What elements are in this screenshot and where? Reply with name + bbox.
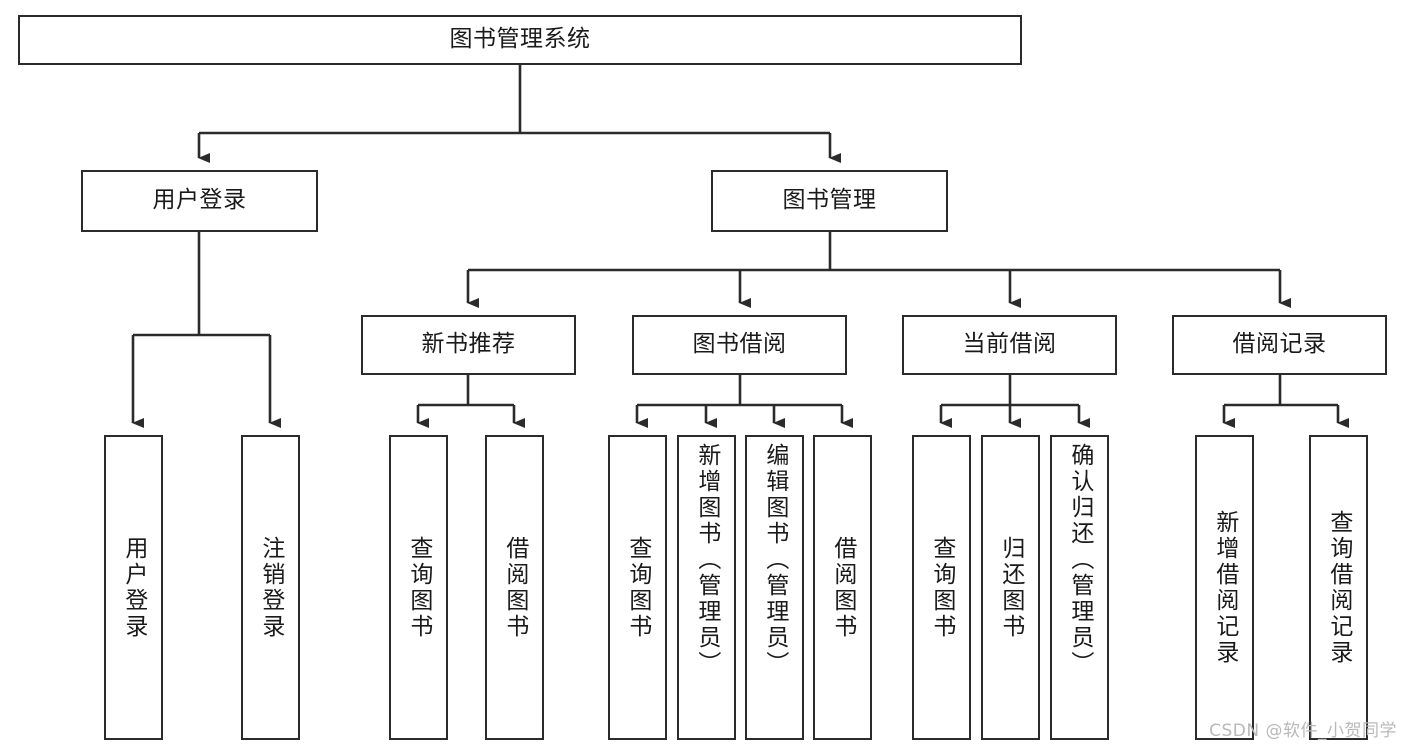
node-leaf-query-book-1-label: 查询图书 <box>405 535 432 640</box>
node-leaf-confirm-return-label: 确认归还（管理员） <box>1066 443 1093 677</box>
node-leaf-add-book[interactable]: 新增图书（管理员） <box>677 435 736 740</box>
node-leaf-add-record[interactable]: 新增借阅记录 <box>1195 435 1254 740</box>
node-book-borrow[interactable]: 图书借阅 <box>632 315 847 375</box>
node-root-label: 图书管理系统 <box>449 26 591 53</box>
node-leaf-confirm-return[interactable]: 确认归还（管理员） <box>1050 435 1109 740</box>
node-leaf-query-record[interactable]: 查询借阅记录 <box>1309 435 1368 740</box>
node-book-manage[interactable]: 图书管理 <box>711 170 948 232</box>
node-new-book-recommend[interactable]: 新书推荐 <box>361 315 576 375</box>
node-leaf-return-book-label: 归还图书 <box>997 535 1024 640</box>
node-current-borrow[interactable]: 当前借阅 <box>902 315 1117 375</box>
node-borrow-record-label: 借阅记录 <box>1232 331 1327 358</box>
node-leaf-borrow-book-2[interactable]: 借阅图书 <box>813 435 872 740</box>
node-book-borrow-label: 图书借阅 <box>692 331 787 358</box>
node-leaf-query-book-2-label: 查询图书 <box>624 535 651 640</box>
node-leaf-edit-book[interactable]: 编辑图书（管理员） <box>745 435 804 740</box>
node-leaf-query-book-3[interactable]: 查询图书 <box>912 435 971 740</box>
node-leaf-borrow-book-1-label: 借阅图书 <box>501 535 528 640</box>
node-root[interactable]: 图书管理系统 <box>18 15 1022 65</box>
node-leaf-query-book-3-label: 查询图书 <box>928 535 955 640</box>
node-leaf-add-book-label: 新增图书（管理员） <box>693 443 720 677</box>
node-user-login[interactable]: 用户登录 <box>81 170 318 232</box>
node-current-borrow-label: 当前借阅 <box>962 331 1057 358</box>
node-leaf-user-logout-label: 注销登录 <box>257 535 284 640</box>
node-new-book-recommend-label: 新书推荐 <box>421 331 516 358</box>
node-leaf-user-login[interactable]: 用户登录 <box>104 435 163 740</box>
node-leaf-edit-book-label: 编辑图书（管理员） <box>761 443 788 677</box>
node-leaf-add-record-label: 新增借阅记录 <box>1211 509 1238 666</box>
node-borrow-record[interactable]: 借阅记录 <box>1172 315 1387 375</box>
node-leaf-borrow-book-1[interactable]: 借阅图书 <box>485 435 544 740</box>
node-book-manage-label: 图书管理 <box>782 187 877 214</box>
node-leaf-query-book-2[interactable]: 查询图书 <box>608 435 667 740</box>
node-user-login-label: 用户登录 <box>152 187 247 214</box>
node-leaf-user-login-label: 用户登录 <box>120 535 147 640</box>
node-leaf-return-book[interactable]: 归还图书 <box>981 435 1040 740</box>
csdn-watermark: CSDN @软件_小贺同学 <box>1209 721 1397 741</box>
node-leaf-user-logout[interactable]: 注销登录 <box>241 435 300 740</box>
node-leaf-borrow-book-2-label: 借阅图书 <box>829 535 856 640</box>
node-leaf-query-book-1[interactable]: 查询图书 <box>389 435 448 740</box>
node-leaf-query-record-label: 查询借阅记录 <box>1325 509 1352 666</box>
